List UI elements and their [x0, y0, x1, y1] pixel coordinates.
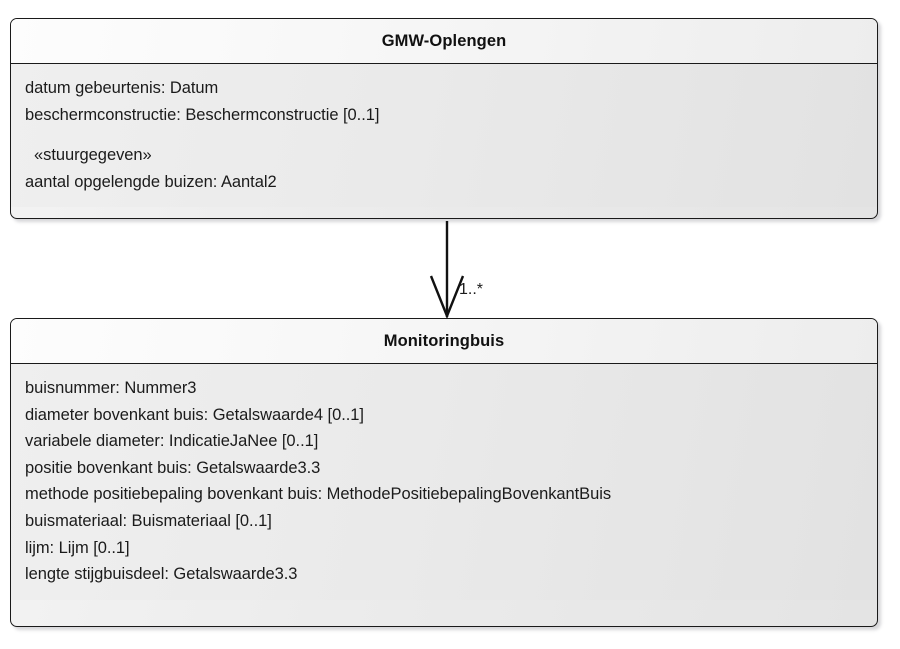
attribute-row: datum gebeurtenis: Datum — [25, 79, 219, 97]
class-header: GMW-Oplengen — [11, 19, 877, 64]
class-attribute-list: datum gebeurtenis: Datum beschermconstru… — [11, 64, 877, 208]
multiplicity-label: 1..* — [459, 281, 484, 298]
class-title: GMW-Oplengen — [381, 31, 507, 50]
attribute-row: methode positiebepaling bovenkant buis: … — [25, 485, 612, 504]
uml-class-monitoringbuis[interactable]: Monitoringbuis buisnummer: Nummer3 diame… — [10, 318, 878, 627]
attribute-row: buismateriaal: Buismateriaal [0..1] — [25, 511, 272, 530]
attribute-row: diameter bovenkant buis: Getalswaarde4 [… — [25, 405, 364, 424]
attribute-row: aantal opgelengde buizen: Aantal2 — [25, 172, 277, 191]
attribute-row: beschermconstructie: Beschermconstructie… — [25, 105, 380, 124]
attribute-row: lengte stijgbuisdeel: Getalswaarde3.3 — [25, 565, 298, 584]
attribute-stereotype: «stuurgegeven» — [34, 146, 152, 165]
attribute-row: variabele diameter: IndicatieJaNee [0..1… — [25, 432, 319, 451]
uml-class-gmw-oplengen[interactable]: GMW-Oplengen datum gebeurtenis: Datum be… — [10, 18, 878, 219]
class-header: Monitoringbuis — [11, 319, 877, 364]
attribute-row: positie bovenkant buis: Getalswaarde3.3 — [25, 458, 321, 477]
attribute-row: buisnummer: Nummer3 — [25, 379, 197, 397]
attribute-row: lijm: Lijm [0..1] — [25, 538, 130, 557]
class-attribute-list: buisnummer: Nummer3 diameter bovenkant b… — [11, 364, 877, 600]
class-title: Monitoringbuis — [383, 331, 505, 350]
